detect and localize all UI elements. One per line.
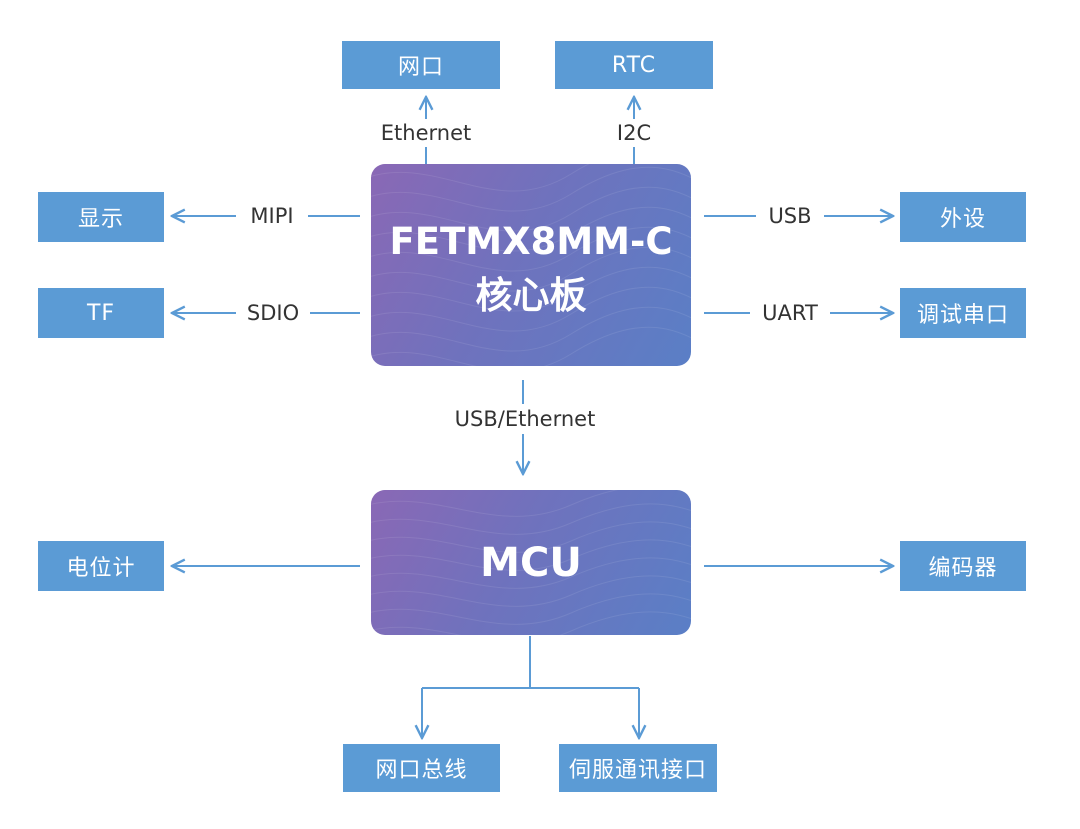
external-device-box: 外设 (900, 192, 1026, 242)
wave-pattern (371, 164, 691, 366)
ethernet-label: Ethernet (368, 119, 484, 147)
usb-label: USB (756, 202, 824, 230)
network-port-box: 网口 (342, 41, 500, 89)
potentiometer-box: 电位计 (38, 541, 164, 591)
uart-label: UART (750, 299, 830, 327)
mipi-label: MIPI (236, 202, 308, 230)
rtc-box: RTC (555, 41, 713, 89)
usb-ethernet-label: USB/Ethernet (443, 404, 607, 434)
core-board: FETMX8MM-C 核心板 (371, 164, 691, 366)
mcu-title: MCU (480, 540, 582, 586)
debug-serial-box: 调试串口 (900, 288, 1026, 338)
i2c-label: I2C (608, 119, 660, 147)
core-board-model: FETMX8MM-C (389, 220, 673, 263)
tf-box: TF (38, 288, 164, 338)
mcu-block: MCU (371, 490, 691, 635)
core-board-name: 核心板 (475, 274, 587, 317)
encoder-box: 编码器 (900, 541, 1026, 591)
sdio-label: SDIO (236, 299, 310, 327)
display-box: 显示 (38, 192, 164, 242)
network-bus-box: 网口总线 (343, 744, 500, 792)
servo-comm-box: 伺服通讯接口 (559, 744, 717, 792)
wave-pattern (371, 490, 691, 635)
